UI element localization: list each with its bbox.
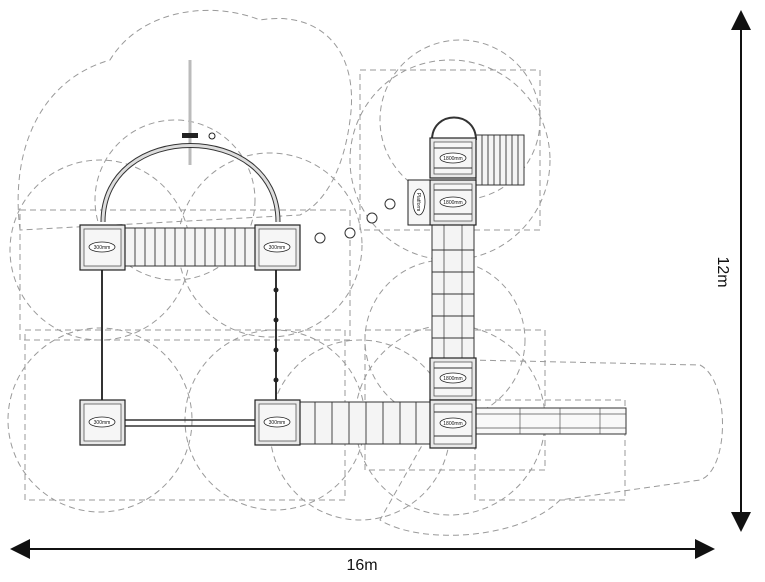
tower-deck-mid: 1800mm <box>429 179 477 226</box>
tower-deck-low: 1800mm <box>429 357 477 401</box>
safety-zones <box>7 9 723 536</box>
deck-label: 1800mm <box>443 376 462 382</box>
width-dimension: 16m <box>10 539 715 574</box>
deck-label: 300mm <box>269 245 286 251</box>
tower-deck-top: 1800mm <box>429 137 477 179</box>
arch-climber <box>100 143 281 223</box>
safety-zone-rect <box>474 399 626 501</box>
bottom-bridge <box>299 401 431 445</box>
tower-walkway <box>431 224 475 361</box>
deck-label: 300mm <box>94 420 111 426</box>
width-label: 16m <box>346 557 377 574</box>
stair-steps <box>475 134 525 186</box>
deck-top-right: 300mm <box>254 224 301 271</box>
safety-zone-circle <box>177 152 363 338</box>
tower-roof-arch <box>431 116 477 141</box>
connector-bars <box>101 270 279 427</box>
deck-label: 1800mm <box>443 200 462 206</box>
height-label: 12m <box>714 256 731 287</box>
tube-slide <box>475 407 627 435</box>
panel-label: Platform <box>415 193 421 212</box>
top-bridge <box>124 227 256 267</box>
safety-zone-rect <box>19 209 351 341</box>
safety-zone-top-cloud <box>17 9 352 231</box>
side-panel: Platform <box>407 179 431 226</box>
safety-zone-circle <box>94 119 256 281</box>
safety-zone-circle <box>349 59 551 261</box>
deck-bottom-left: 300mm <box>79 399 126 446</box>
deck-bottom-right: 300mm <box>254 399 301 446</box>
deck-label: 1800mm <box>443 156 462 162</box>
deck-label: 1800mm <box>443 421 462 427</box>
height-dimension: 12m <box>714 10 751 532</box>
tower-deck-base: 1800mm <box>429 399 477 449</box>
deck-label: 300mm <box>269 420 286 426</box>
stepping-posts <box>314 198 396 244</box>
deck-top-left: 300mm <box>79 224 126 271</box>
deck-label: 300mm <box>94 245 111 251</box>
